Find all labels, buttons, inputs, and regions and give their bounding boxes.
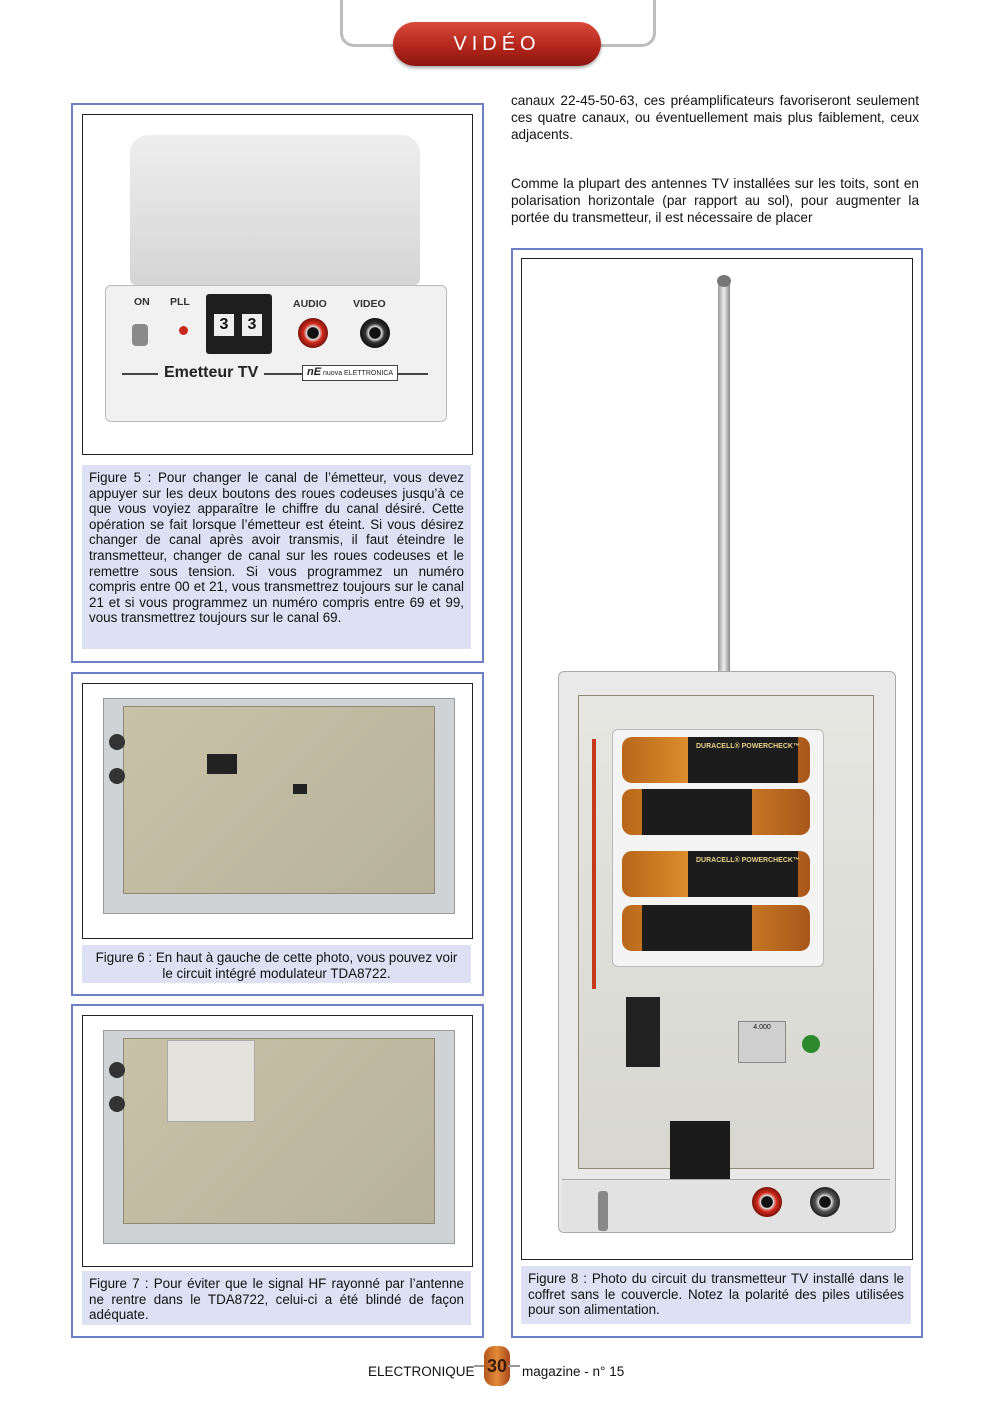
video-connector	[360, 318, 390, 348]
power-switch	[132, 324, 148, 346]
led-red-wire	[592, 739, 596, 989]
code-wheels: 3 3	[206, 294, 272, 354]
battery-band	[688, 851, 798, 897]
footer-wire-left	[474, 1365, 486, 1367]
rca-jack-bottom	[109, 1096, 125, 1112]
case-top	[130, 135, 420, 285]
battery-band	[688, 737, 798, 783]
figure7-photo	[82, 1015, 473, 1267]
section-title: VIDÉO	[393, 22, 601, 66]
footer-right: magazine - n° 15	[522, 1364, 625, 1379]
body-paragraph-2: Comme la plupart des antennes TV install…	[511, 176, 919, 225]
figure8-photo: DURACELL® POWERCHECK™ DURACELL® POWERCHE…	[521, 258, 913, 1260]
tda8722-chip	[207, 754, 237, 774]
footer-wire-right	[508, 1365, 520, 1367]
nuova-elettronica-logo: nE nuova ELETTRONICA	[302, 365, 399, 381]
case-front-panel: ON PLL 3 3 AUDIO VIDEO Emetteur TV nE nu…	[105, 285, 447, 422]
figure6-pcb	[123, 706, 435, 894]
figure5-panel: ON PLL 3 3 AUDIO VIDEO Emetteur TV nE nu…	[71, 103, 484, 663]
toggle-switch	[598, 1191, 608, 1231]
audio-label: AUDIO	[293, 298, 327, 310]
brand-label: Emetteur TV	[158, 364, 265, 382]
audio-connector	[298, 318, 328, 348]
code-wheel-digit-2: 3	[242, 314, 262, 336]
figure8-panel: DURACELL® POWERCHECK™ DURACELL® POWERCHE…	[511, 248, 923, 1338]
telescopic-antenna	[718, 281, 730, 681]
on-label: ON	[134, 296, 150, 308]
audio-rca	[752, 1187, 782, 1217]
emitter-case: ON PLL 3 3 AUDIO VIDEO Emetteur TV nE nu…	[105, 135, 447, 435]
antenna-tip	[717, 275, 731, 287]
crystal: 4.000	[738, 1021, 786, 1063]
figure6-photo	[82, 683, 473, 939]
code-wheel-digit-1: 3	[214, 314, 234, 336]
pll-ic	[626, 997, 660, 1067]
rf-shield	[167, 1040, 255, 1122]
figure6-caption: Figure 6 : En haut à gauche de cette pho…	[82, 945, 471, 983]
video-rca	[810, 1187, 840, 1217]
rca-jack-top	[109, 734, 125, 750]
front-line	[122, 373, 428, 375]
video-label: VIDEO	[353, 298, 386, 310]
figure5-photo: ON PLL 3 3 AUDIO VIDEO Emetteur TV nE nu…	[82, 114, 473, 455]
logo-mark: nE	[307, 366, 322, 378]
figure8-caption: Figure 8 : Photo du circuit du transmett…	[521, 1266, 911, 1324]
bottom-front-panel	[562, 1179, 890, 1232]
rca-jack-top	[109, 1062, 125, 1078]
figure5-caption: Figure 5 : Pour changer le canal de l’ém…	[82, 465, 471, 649]
page-number: 30	[484, 1346, 510, 1386]
battery-1: DURACELL® POWERCHECK™	[622, 737, 810, 783]
battery-2	[622, 789, 810, 835]
figure7-panel: Figure 7 : Pour éviter que le signal HF …	[71, 1004, 484, 1338]
trimmer	[802, 1035, 820, 1053]
rca-jack-bottom	[109, 768, 125, 784]
battery-4	[622, 905, 810, 951]
battery-3: DURACELL® POWERCHECK™	[622, 851, 810, 897]
battery-band	[642, 789, 752, 835]
crystal-label: 4.000	[753, 1024, 771, 1031]
pll-label: PLL	[170, 296, 190, 308]
body-paragraph-1: canaux 22-45-50-63, ces préamplificateur…	[511, 93, 919, 142]
battery-1-brand: DURACELL® POWERCHECK™	[696, 743, 800, 750]
ic-chip	[293, 784, 307, 794]
battery-3-brand: DURACELL® POWERCHECK™	[696, 857, 800, 864]
logo-text: nuova ELETTRONICA	[323, 370, 394, 377]
figure7-caption: Figure 7 : Pour éviter que le signal HF …	[82, 1271, 471, 1325]
battery-band	[642, 905, 752, 951]
connector-block	[670, 1121, 730, 1179]
figure6-panel: Figure 6 : En haut à gauche de cette pho…	[71, 672, 484, 996]
pll-led	[179, 326, 188, 335]
footer-left: ELECTRONIQUE	[368, 1364, 475, 1379]
